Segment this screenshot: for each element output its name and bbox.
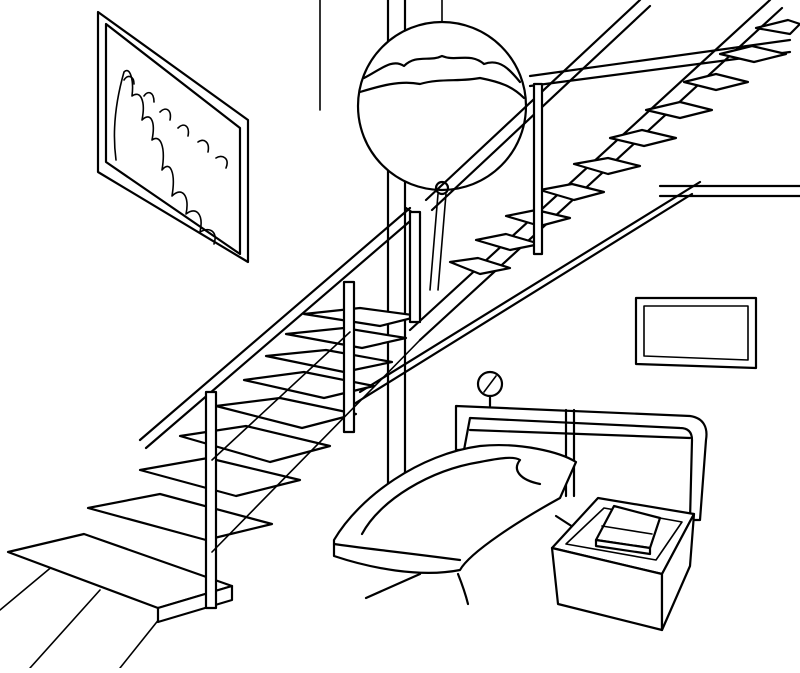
stair-railing-icon	[138, 0, 652, 610]
globe-pendant-lamp-icon	[356, 0, 528, 291]
book-icon	[594, 504, 662, 556]
sofa-icon	[332, 404, 708, 606]
wall-painting-icon	[96, 10, 250, 264]
desk-lamp-icon	[476, 370, 504, 408]
wall-frame-icon	[634, 296, 758, 370]
